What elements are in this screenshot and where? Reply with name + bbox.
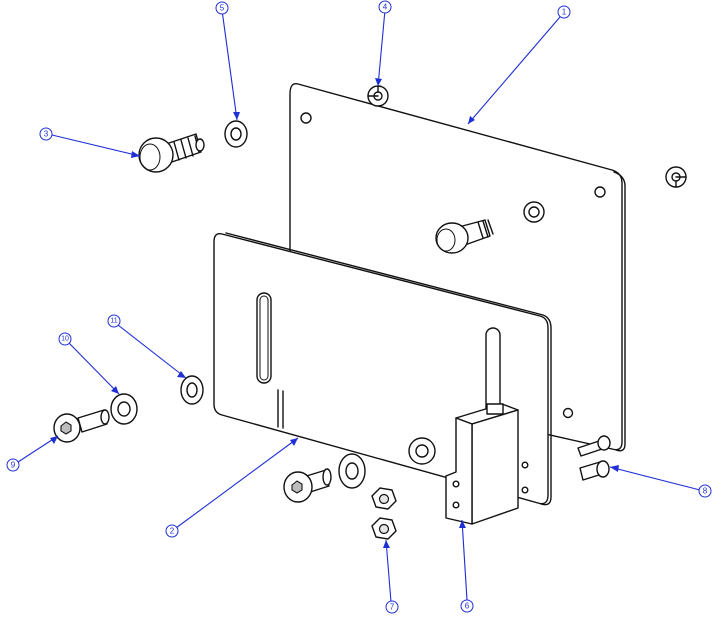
balloon-10-label: 10 (61, 336, 69, 343)
balloon-6-label: 6 (465, 602, 470, 611)
balloon-1: 1 (557, 5, 571, 19)
balloon-11-label: 11 (110, 318, 117, 325)
balloon-5: 5 (215, 1, 229, 15)
balloon-11: 11 (107, 314, 121, 328)
part-3-thumb-screw (138, 133, 205, 173)
socket-screw-lower (283, 468, 332, 503)
balloon-2: 2 (165, 524, 179, 538)
plate-stud (577, 435, 611, 457)
balloon-8-label: 8 (703, 487, 708, 496)
part-4-e-clip (367, 85, 389, 107)
part-7-hex-nut-lower (371, 517, 397, 540)
balloon-3: 3 (39, 127, 53, 141)
part-8-stud (579, 460, 610, 481)
balloon-7: 7 (385, 600, 399, 614)
balloon-2-label: 2 (170, 527, 175, 536)
washer-lower (338, 453, 366, 489)
balloon-9: 9 (6, 458, 20, 472)
balloon-9-label: 9 (11, 461, 16, 470)
part-6-bracket (445, 403, 529, 525)
part-11-washer (180, 375, 204, 405)
balloon-4-label: 4 (383, 3, 388, 12)
leader-lines (17, 9, 701, 603)
balloon-10: 10 (58, 332, 72, 346)
loose-e-clip (665, 166, 687, 188)
balloon-4: 4 (378, 0, 392, 14)
part-5-washer (224, 120, 248, 148)
plate-thumb-screw (435, 219, 494, 254)
balloon-8: 8 (698, 484, 712, 498)
part-9-socket-screw (53, 409, 110, 443)
balloon-7-label: 7 (390, 603, 395, 612)
part-7-hex-nut-upper (371, 487, 397, 510)
balloon-5-label: 5 (220, 4, 225, 13)
balloon-1-label: 1 (562, 8, 567, 17)
balloon-6: 6 (460, 599, 474, 613)
balloon-3-label: 3 (44, 130, 49, 139)
part-10-washer (110, 393, 138, 425)
